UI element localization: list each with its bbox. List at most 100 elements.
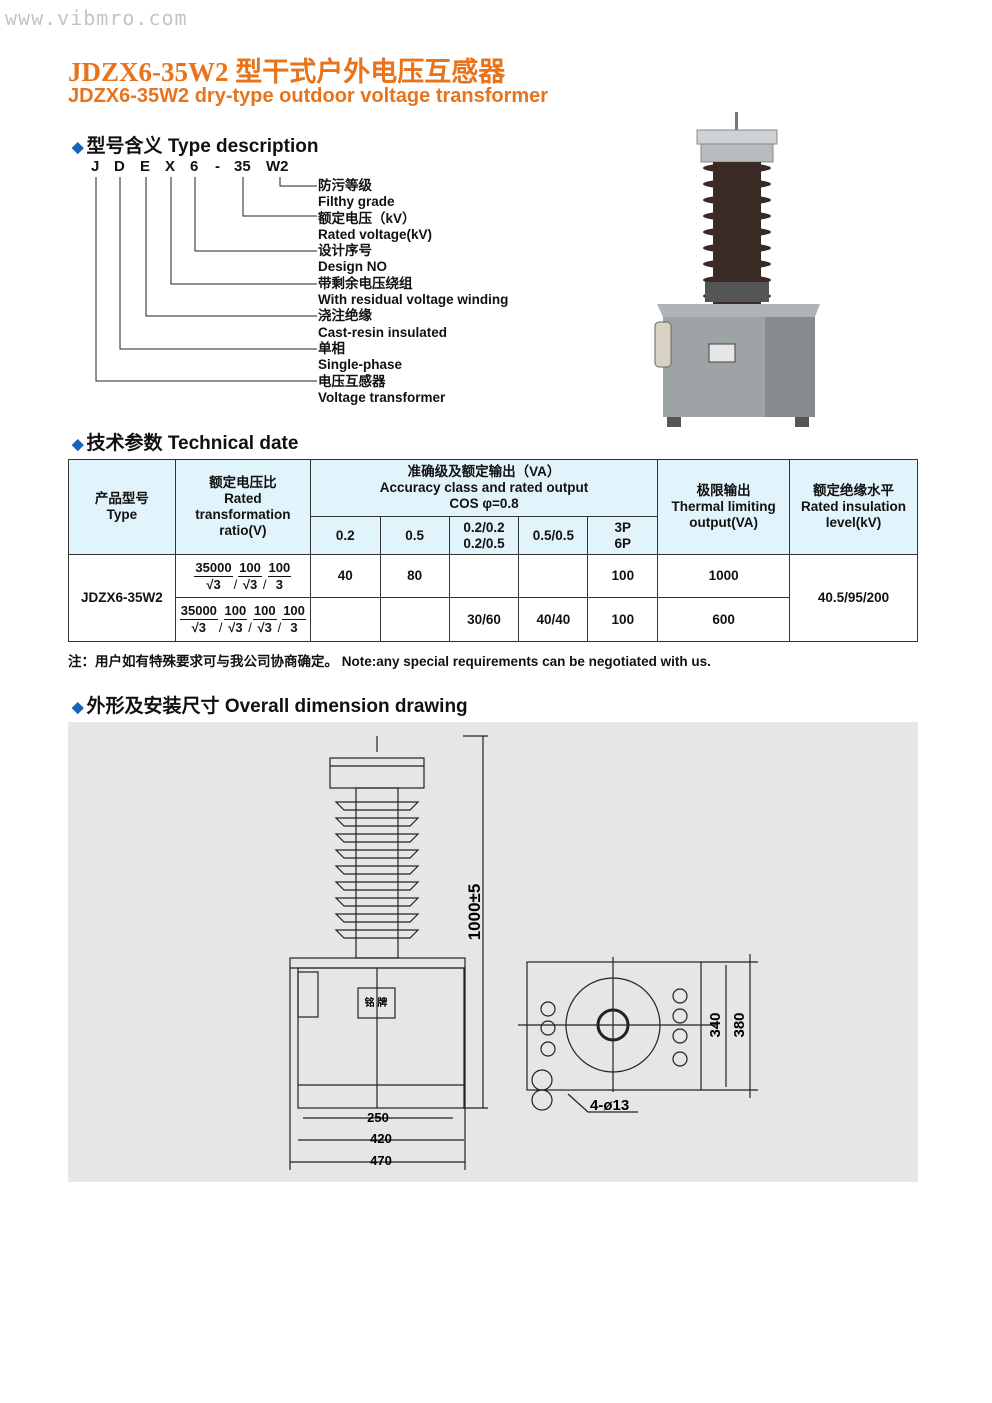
- class-0.5-0.5: 0.5/0.5: [518, 516, 589, 555]
- den: √3: [206, 576, 221, 592]
- num: 35000: [179, 603, 218, 620]
- cell: 1000: [657, 554, 791, 598]
- code-letter: -: [215, 158, 220, 175]
- text: Accuracy class and rated output: [379, 480, 589, 495]
- diamond-icon: ◆: [72, 436, 84, 453]
- cell: [518, 554, 589, 598]
- den: √3: [191, 620, 207, 635]
- num: 100: [223, 603, 248, 620]
- label: 防污等级: [318, 178, 372, 193]
- label: 电压互感器: [318, 373, 386, 389]
- num: 100: [252, 603, 277, 620]
- code-leader-lines: [95, 177, 317, 382]
- text: Type: [106, 507, 138, 522]
- dim-250: 250: [367, 1110, 389, 1125]
- holes-label: 4-ø13: [590, 1097, 629, 1114]
- text: Rated insulation: [801, 499, 907, 514]
- class-0.5: 0.5: [379, 516, 450, 555]
- diamond-icon: ◆: [72, 699, 84, 716]
- note: 注：用户如有特殊要求可与我公司协商确定。 Note:any special re…: [68, 654, 711, 669]
- den: √3: [228, 620, 243, 635]
- dim-380: 380: [731, 1012, 748, 1037]
- code-letter: D: [114, 158, 125, 175]
- text: 0.2/0.5: [463, 535, 505, 551]
- label: 单相: [318, 340, 345, 356]
- heading-text: 技术参数 Technical date: [86, 433, 299, 454]
- code-letter: X: [165, 158, 176, 175]
- watermark: www.vibmro.com: [5, 6, 188, 30]
- den: 3: [290, 620, 298, 635]
- label: 额定电压（kV）: [318, 210, 416, 226]
- type-labels: 防污等级 Filthy grade 额定电压（kV） Rated voltage…: [318, 178, 508, 406]
- heading-text: 型号含义 Type description: [86, 136, 319, 157]
- cell: 40/40: [518, 597, 589, 642]
- label: 浇注绝缘: [318, 308, 372, 324]
- label: Voltage transformer: [318, 389, 446, 405]
- text: 3P: [614, 519, 632, 535]
- dim-420: 420: [370, 1131, 392, 1146]
- text: 极限输出: [696, 483, 751, 498]
- label: Filthy grade: [318, 194, 395, 210]
- num: 35000: [194, 559, 233, 577]
- heading-text: 外形及安装尺寸 Overall dimension drawing: [86, 696, 468, 717]
- plan-view: [518, 954, 758, 1113]
- class-0.2: 0.2: [309, 516, 381, 555]
- den: √3: [257, 620, 272, 635]
- title-en: JDZX6-35W2 dry-type outdoor voltage tran…: [68, 85, 549, 107]
- den: 3: [275, 576, 283, 592]
- dim-470: 470: [370, 1153, 392, 1168]
- num: 100: [282, 603, 306, 620]
- label: Cast-resin insulated: [318, 324, 448, 340]
- code-letter: E: [140, 158, 151, 175]
- dimension-heading: ◆外形及安装尺寸 Overall dimension drawing: [72, 691, 468, 718]
- title-cn: JDZX6-35W2 型干式户外电压互感器: [68, 57, 506, 87]
- cell: 80: [379, 554, 450, 598]
- diamond-icon: ◆: [72, 139, 84, 156]
- cell: 600: [657, 597, 791, 642]
- code-letter: W2: [266, 158, 289, 175]
- label: 设计序号: [318, 243, 372, 259]
- cell: 40: [309, 554, 381, 598]
- code-letter: 6: [190, 158, 199, 175]
- text: COS φ=0.8: [449, 496, 519, 511]
- text: 额定绝缘水平: [813, 483, 895, 498]
- front-view: [289, 735, 488, 1170]
- num: 100: [267, 559, 292, 577]
- dim-340: 340: [707, 1012, 724, 1037]
- header-accuracy: 准确级及额定输出（VA）Accuracy class and rated out…: [309, 459, 659, 517]
- insulation-cell: 40.5/95/200: [789, 554, 918, 642]
- label: Design NO: [318, 259, 388, 275]
- text: transformation: [195, 507, 291, 522]
- text: level(kV): [825, 515, 882, 530]
- text: Rated: [224, 491, 262, 506]
- cell: 100: [587, 597, 659, 642]
- den: √3: [242, 576, 258, 592]
- text: 0.2/0.2: [463, 519, 505, 535]
- text: 额定电压比: [209, 475, 277, 490]
- dim-height: 1000±5: [465, 884, 484, 941]
- dimension-drawing: 250 420 470 铭 牌 1000±5 340 380 4-ø13: [68, 722, 918, 1182]
- model-cell: JDZX6-35W2: [68, 554, 176, 642]
- label: Rated voltage(kV): [318, 226, 433, 242]
- label: With residual voltage winding: [318, 292, 509, 308]
- nameplate-label: 铭 牌: [365, 996, 388, 1009]
- cell: [448, 554, 520, 598]
- text: 6P: [614, 535, 632, 551]
- cell: 30/60: [448, 597, 520, 642]
- label: 带剩余电压绕组: [318, 275, 413, 291]
- code-letter: 35: [234, 158, 251, 175]
- text: 产品型号: [94, 491, 149, 506]
- text: Thermal limiting: [671, 499, 776, 514]
- label: Single-phase: [318, 357, 403, 373]
- technical-heading: ◆技术参数 Technical date: [72, 428, 298, 455]
